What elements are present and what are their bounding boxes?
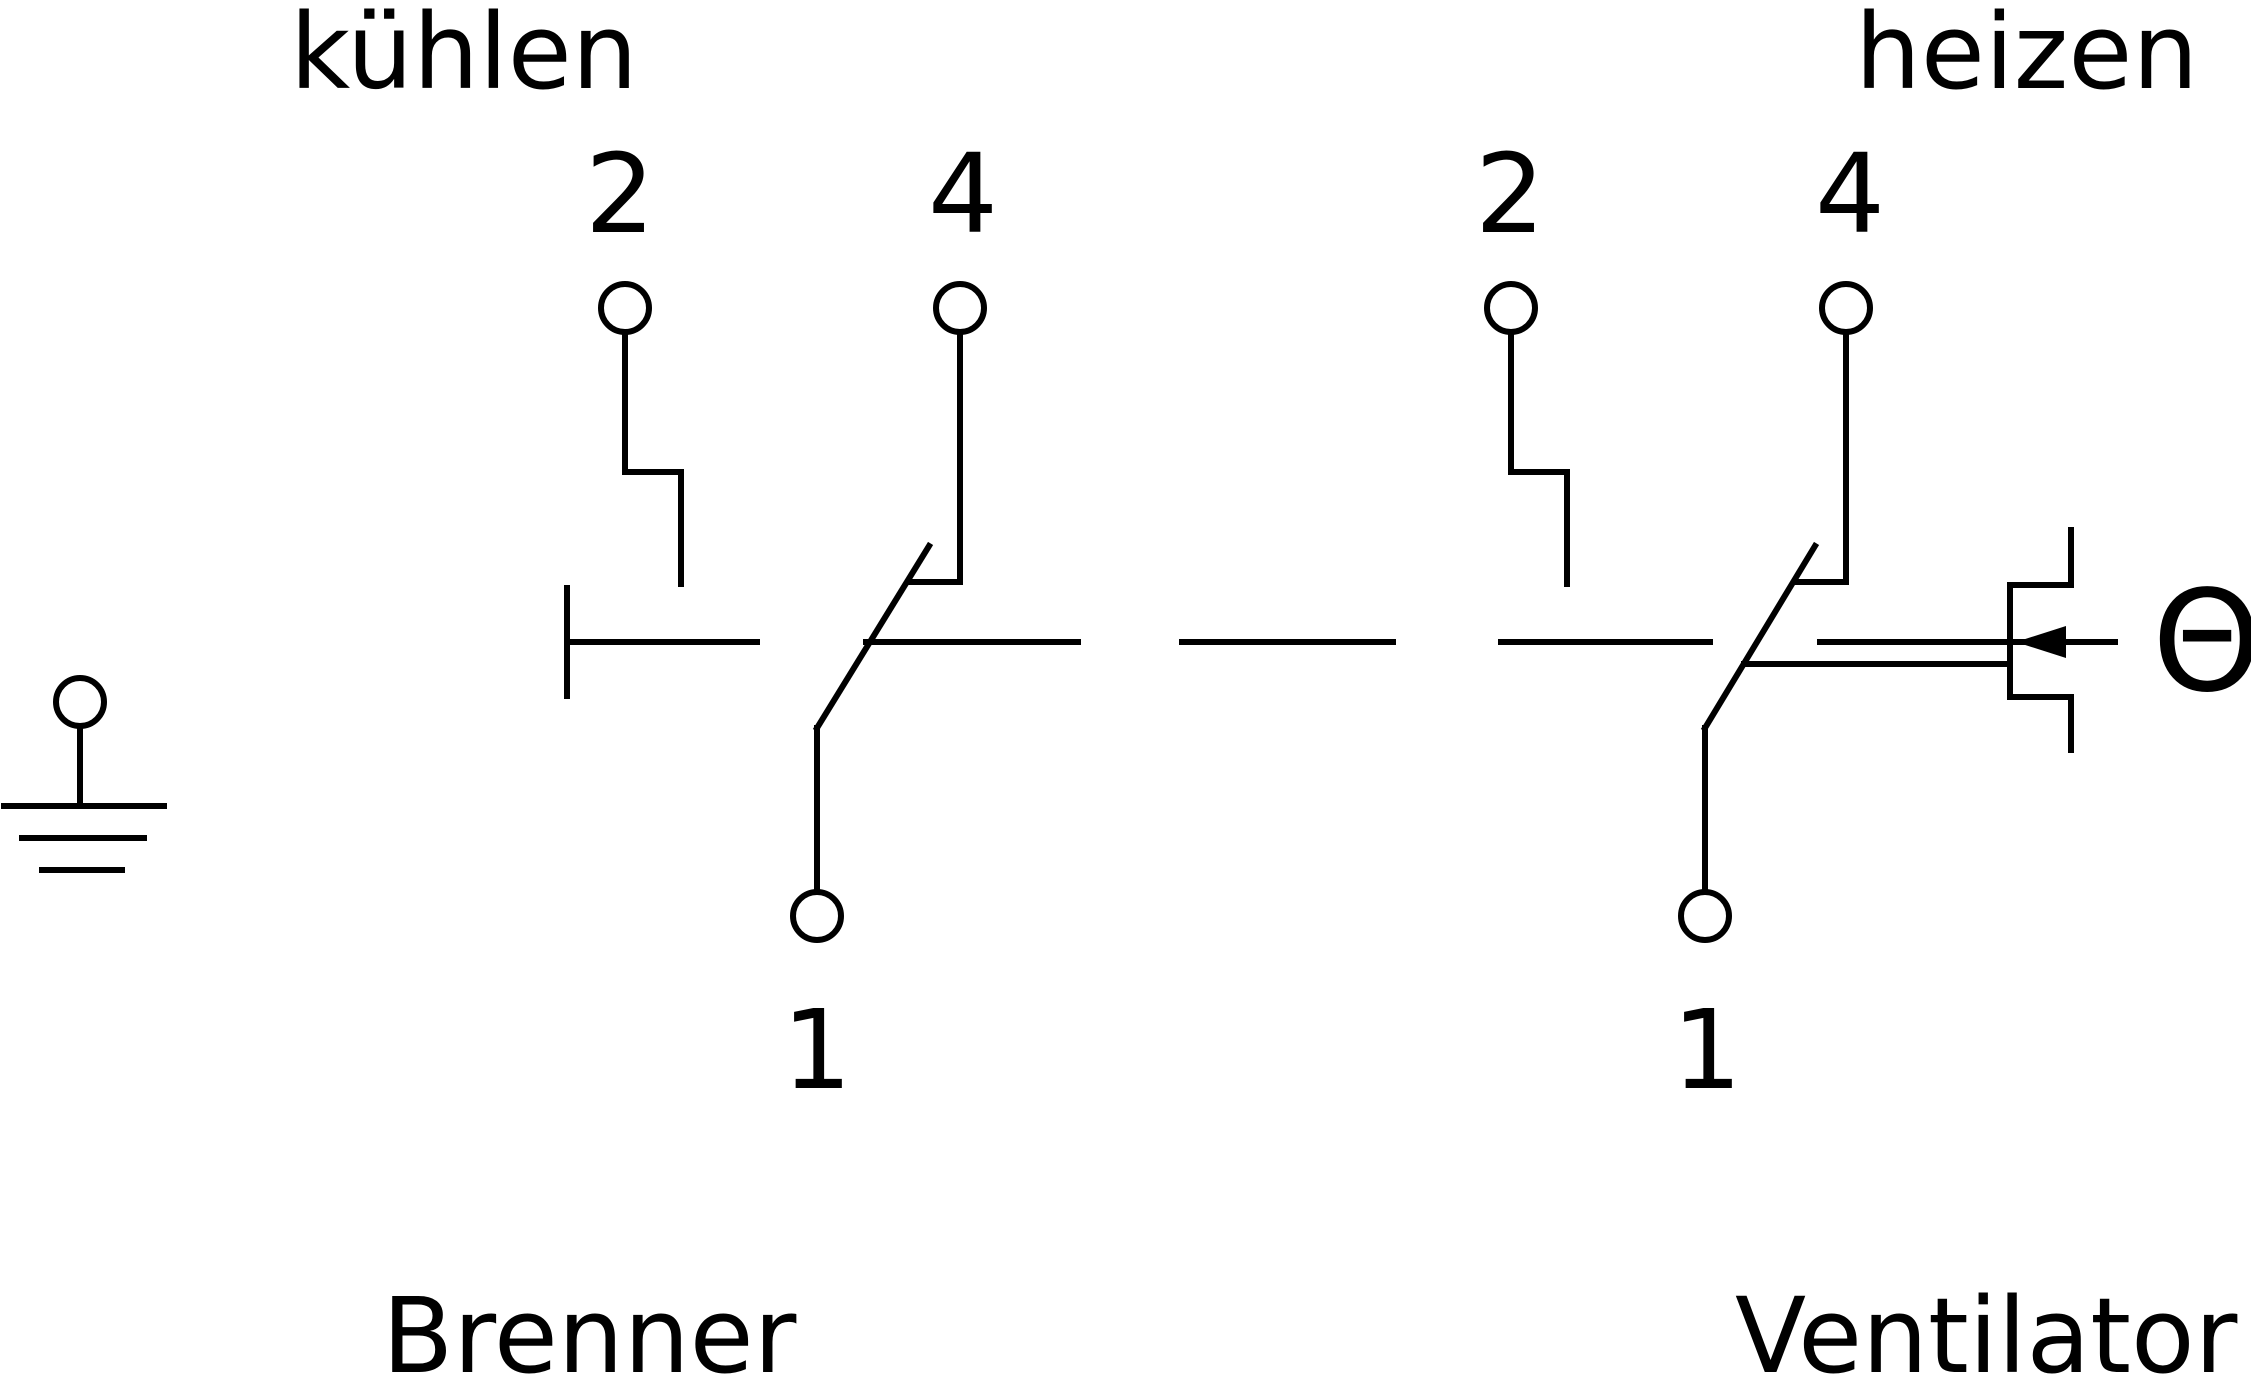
ground-icon — [1, 675, 167, 873]
terminal-number-left-2: 2 — [585, 130, 655, 258]
terminal-number-right-1: 1 — [1672, 986, 1742, 1114]
terminal-right-4 — [1819, 281, 1873, 335]
thermal-actuator-icon — [1741, 527, 2118, 753]
terminal-left-4 — [933, 281, 987, 335]
switch-right-ventilator — [1484, 281, 1873, 943]
label-ventilator: Ventilator — [1735, 1275, 2238, 1378]
terminal-number-right-2: 2 — [1475, 130, 1545, 258]
label-heizen: heizen — [1855, 0, 2198, 113]
label-brenner: Brenner — [382, 1275, 797, 1378]
label-kuehlen: kühlen — [290, 0, 638, 113]
terminal-left-1 — [790, 889, 844, 943]
terminal-number-left-4: 4 — [928, 130, 998, 258]
terminal-number-left-1: 1 — [782, 986, 852, 1114]
terminal-left-2 — [598, 281, 652, 335]
arrow-icon — [2016, 626, 2066, 658]
terminal-right-1 — [1678, 889, 1732, 943]
terminal-right-2 — [1484, 281, 1538, 335]
theta-symbol: Θ — [2152, 561, 2251, 724]
switch-left-brenner — [564, 281, 1081, 943]
terminal-number-right-4: 4 — [1815, 130, 1885, 258]
